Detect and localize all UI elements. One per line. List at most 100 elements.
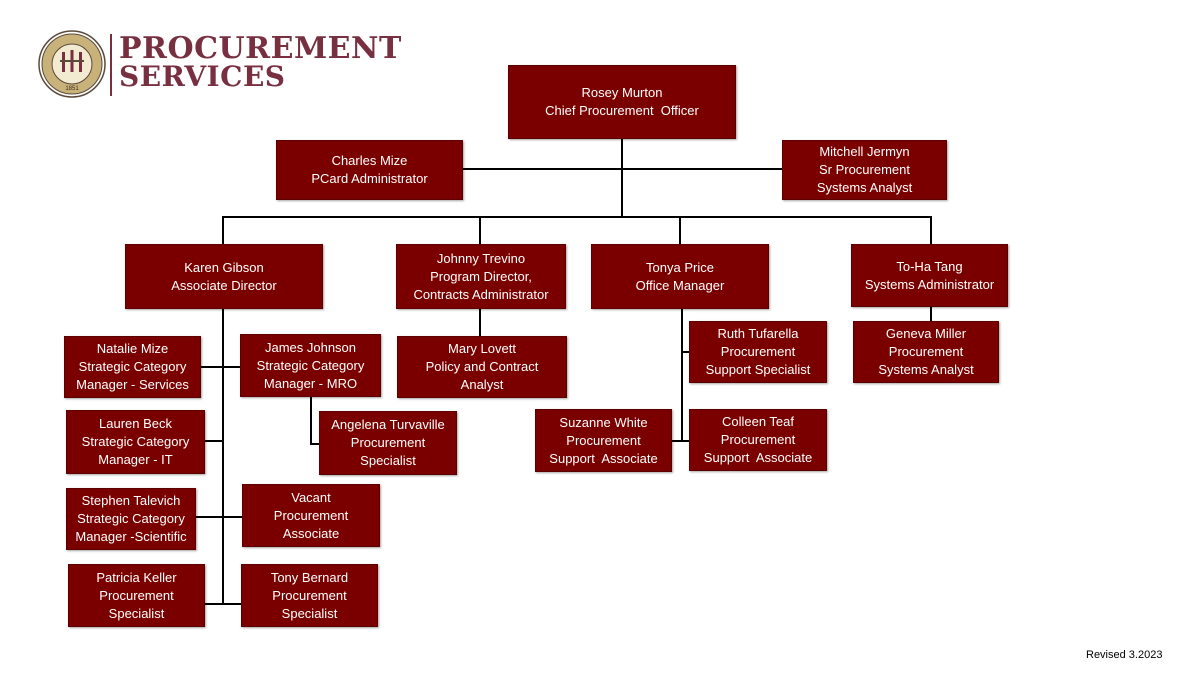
person-title: Strategic Category <box>78 359 187 374</box>
person-title: Analyst <box>460 377 504 392</box>
connector <box>222 216 932 218</box>
org-box-patricia-keller: Patricia Keller Procurement Specialist <box>68 564 205 627</box>
person-title: Policy and Contract <box>425 359 539 374</box>
person-name: Tonya Price <box>646 259 714 275</box>
fsu-seal-logo: 1851 <box>38 30 106 98</box>
person-name: To-Ha Tang <box>896 258 963 274</box>
person-name: Lauren Beck <box>99 416 172 431</box>
person-title: Strategic Category <box>81 434 190 449</box>
org-box-stephen-talevich: Stephen Talevich Strategic Category Mana… <box>66 488 196 550</box>
person-title: Procurement <box>273 507 349 523</box>
person-title: Strategic Category <box>256 357 365 373</box>
connector <box>681 309 683 441</box>
person-title: Program Director, <box>430 268 532 284</box>
org-box-charles-mize: Charles Mize PCard Administrator <box>276 140 463 200</box>
org-box-james-johnson: James Johnson Strategic Category Manager… <box>240 334 381 397</box>
connector <box>205 440 223 442</box>
connector <box>196 516 242 518</box>
brand-divider <box>110 34 112 96</box>
connector <box>222 216 224 244</box>
person-title: Specialist <box>108 605 165 621</box>
person-title: Manager -Scientific <box>75 529 187 544</box>
person-title: Procurement <box>720 344 796 359</box>
person-name: Patricia Keller <box>96 569 177 585</box>
person-name: Rosey Murton <box>581 85 663 100</box>
person-title: Procurement <box>888 344 964 359</box>
person-name: Johnny Trevino <box>436 250 526 266</box>
person-title: Procurement <box>350 435 426 450</box>
person-title: Support Associate <box>703 450 813 465</box>
person-title: Specialist <box>281 605 338 621</box>
person-title: Systems Administrator <box>864 276 995 292</box>
connector <box>621 138 623 217</box>
person-name: Vacant <box>291 489 331 505</box>
person-title: PCard Administrator <box>311 171 428 186</box>
seal-year: 1851 <box>65 86 79 92</box>
connector <box>201 366 241 368</box>
connector <box>310 443 320 445</box>
org-box-colleen-teaf: Colleen Teaf Procurement Support Associa… <box>689 409 827 471</box>
person-title: Procurement <box>272 587 347 603</box>
person-name: Natalie Mize <box>96 341 169 356</box>
connector <box>930 216 932 244</box>
person-title: Procurement <box>99 587 174 603</box>
connector <box>679 216 681 244</box>
person-title: Associate <box>282 525 340 541</box>
connector <box>479 309 481 336</box>
org-box-johnny-trevino: Johnny Trevino Program Director, Contrac… <box>396 244 566 309</box>
org-box-lauren-beck: Lauren Beck Strategic Category Manager -… <box>66 410 205 474</box>
person-name: Geneva Miller <box>885 326 967 341</box>
person-title: Chief Procurement Officer <box>545 103 699 118</box>
org-box-geneva-miller: Geneva Miller Procurement Systems Analys… <box>853 321 999 383</box>
person-name: Mitchell Jermyn <box>819 144 910 159</box>
person-title: Manager - IT <box>98 452 173 467</box>
connector <box>222 309 224 605</box>
person-name: Colleen Teaf <box>721 414 795 429</box>
org-box-mary-lovett: Mary Lovett Policy and Contract Analyst <box>397 336 567 398</box>
org-box-tony-bernard: Tony Bernard Procurement Specialist <box>241 564 378 627</box>
org-box-angelena-turvaville: Angelena Turvaville Procurement Speciali… <box>319 411 457 475</box>
person-title: Office Manager <box>635 277 725 293</box>
person-name: Stephen Talevich <box>81 493 181 508</box>
brand-title-line2: SERVICES <box>119 60 286 93</box>
connector <box>462 168 782 170</box>
org-box-tonya-price: Tonya Price Office Manager <box>591 244 769 309</box>
org-box-vacant: Vacant Procurement Associate <box>242 484 380 547</box>
person-name: Tony Bernard <box>270 569 349 585</box>
person-name: Mary Lovett <box>448 341 516 356</box>
person-title: Sr Procurement <box>818 162 911 177</box>
person-name: James Johnson <box>264 339 357 355</box>
person-title: Strategic Category <box>77 511 185 526</box>
person-title: Specialist <box>360 453 416 468</box>
revision-note: Revised 3.2023 <box>1086 649 1163 661</box>
connector <box>205 603 242 605</box>
person-title: Procurement <box>566 432 641 448</box>
person-title: Contracts Administrator <box>413 286 549 302</box>
connector <box>930 307 932 322</box>
org-box-to-ha-tang: To-Ha Tang Systems Administrator <box>851 244 1008 307</box>
connector <box>479 216 481 244</box>
connector <box>310 397 312 444</box>
person-title: Systems Analyst <box>878 362 974 377</box>
org-box-rosey-murton: Rosey Murton Chief Procurement Officer <box>508 65 736 139</box>
org-box-karen-gibson: Karen Gibson Associate Director <box>125 244 323 309</box>
connector <box>681 351 690 353</box>
person-name: Suzanne White <box>559 414 648 430</box>
person-title: Manager - MRO <box>263 375 358 391</box>
org-box-ruth-tufarella: Ruth Tufarella Procurement Support Speci… <box>689 321 827 383</box>
org-box-natalie-mize: Natalie Mize Strategic Category Manager … <box>64 336 201 398</box>
person-title: Manager - Services <box>76 377 189 392</box>
person-title: Systems Analyst <box>816 180 913 195</box>
connector <box>672 440 690 442</box>
person-name: Karen Gibson <box>184 259 264 275</box>
person-name: Ruth Tufarella <box>717 326 799 341</box>
person-title: Support Associate <box>549 450 658 466</box>
org-box-suzanne-white: Suzanne White Procurement Support Associ… <box>535 409 672 472</box>
person-title: Support Specialist <box>705 362 811 377</box>
org-box-mitchell-jermyn: Mitchell Jermyn Sr Procurement Systems A… <box>782 140 947 200</box>
person-title: Procurement <box>720 432 796 447</box>
person-name: Angelena Turvaville <box>331 417 445 432</box>
person-name: Charles Mize <box>331 153 408 168</box>
person-title: Associate Director <box>171 277 277 293</box>
brand-title-line1: PROCUREMENT <box>119 31 402 66</box>
